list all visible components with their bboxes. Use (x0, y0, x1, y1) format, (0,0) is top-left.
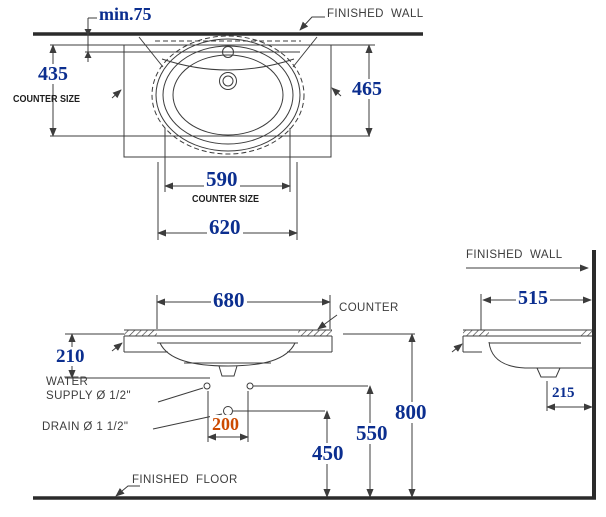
label-water-supply-2: SUPPLY Ø 1/2" (46, 390, 131, 402)
label-drain: DRAIN Ø 1 1/2" (42, 421, 129, 433)
label-finished-wall-side: FINISHED WALL (466, 249, 563, 261)
faucet-hole (222, 46, 234, 58)
dim-drain-wall-offset: 215 (550, 385, 577, 401)
basin-plan (138, 35, 318, 155)
label-finished-floor: FINISHED FLOOR (132, 474, 238, 486)
label-counter: COUNTER (339, 302, 399, 314)
dim-overall-depth: 465 (350, 78, 384, 100)
dim-side-counter-depth: 515 (516, 287, 550, 309)
dim-drain-height: 450 (310, 441, 346, 465)
caption-counter-size-left: COUNTER SIZE (13, 94, 81, 105)
counter-outline-plan (123, 44, 332, 158)
dim-min-wall-clearance: min.75 (97, 4, 154, 24)
front-view (33, 295, 596, 500)
drain-hole-plan (219, 72, 237, 90)
dim-supply-spacing: 200 (210, 414, 241, 434)
caption-counter-size-mid: COUNTER SIZE (192, 194, 260, 205)
dim-basin-width: 680 (211, 288, 247, 312)
dim-apron-depth: 210 (54, 346, 87, 367)
basin-side (488, 341, 530, 369)
label-water-supply-1: WATER (46, 376, 89, 388)
basin-front (159, 342, 296, 367)
dim-counter-depth: 435 (36, 63, 70, 85)
drain-stub-front (218, 365, 238, 377)
water-supply-point-right (246, 382, 254, 390)
dim-counter-height: 800 (393, 400, 429, 424)
top-view (33, 16, 423, 240)
dim-overall-width: 620 (207, 215, 243, 239)
water-supply-point-left (203, 382, 211, 390)
dim-supply-height: 550 (354, 421, 390, 445)
drain-stub-side (536, 367, 561, 378)
label-finished-wall-top: FINISHED WALL (327, 8, 424, 20)
dim-counter-width: 590 (204, 167, 240, 191)
